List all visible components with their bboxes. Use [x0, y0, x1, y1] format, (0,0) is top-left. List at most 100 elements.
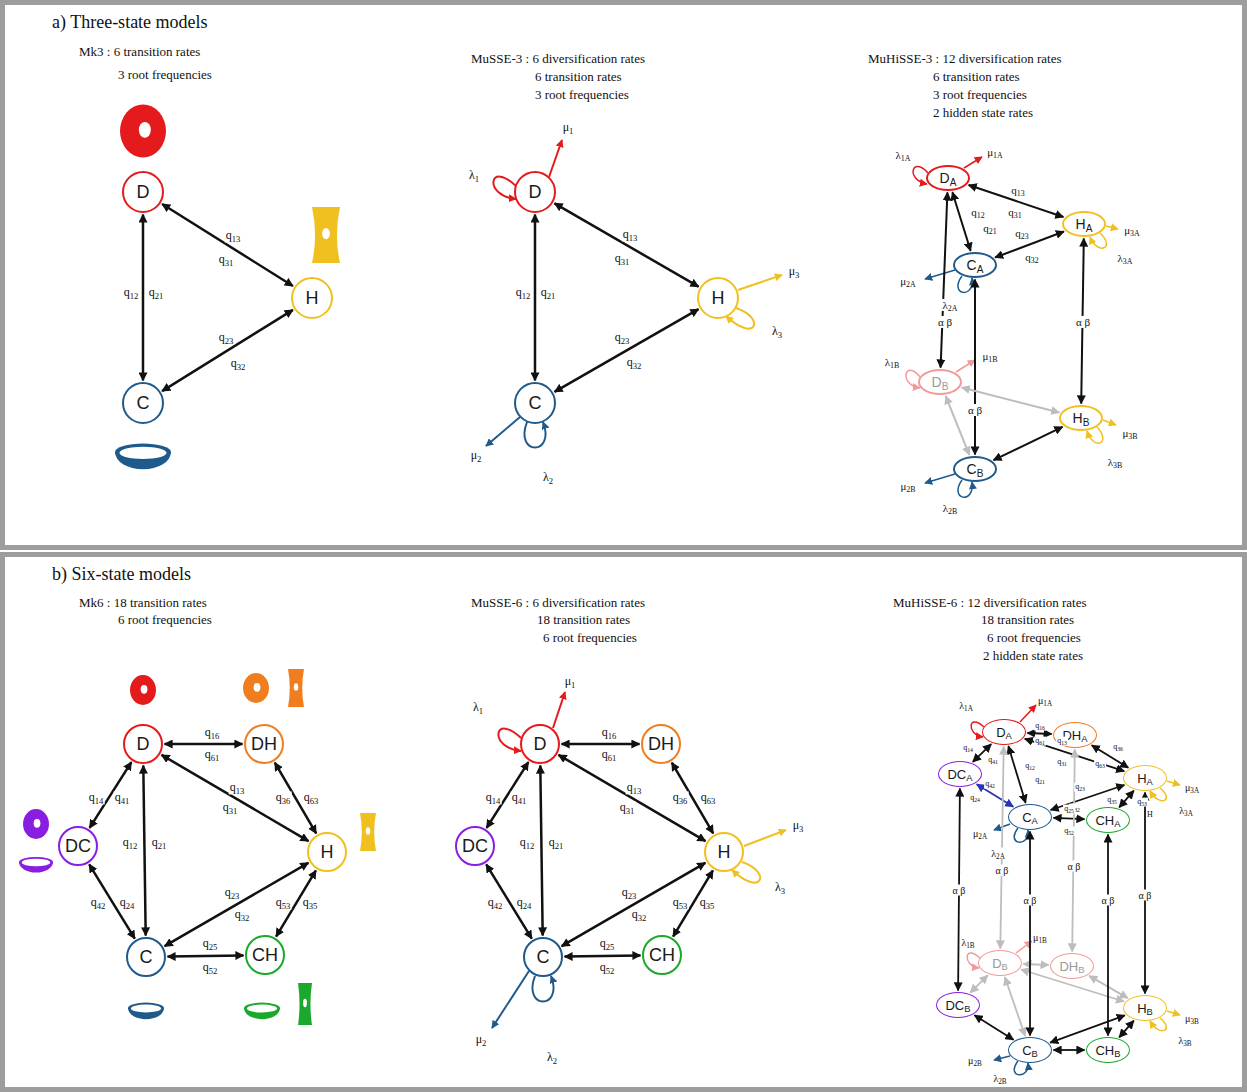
subscript: B — [1002, 962, 1008, 972]
rate-label: λ2 — [542, 471, 554, 484]
rate-label: q35 — [302, 896, 319, 909]
rate-label: μ2A — [972, 828, 988, 839]
speciation-loop — [493, 177, 516, 199]
rate-label: q21 — [1034, 776, 1046, 785]
subscript: 63 — [310, 796, 319, 806]
rate-label: q13 — [626, 781, 643, 794]
rate-label: q13 — [622, 228, 639, 241]
pictograms — [19, 105, 376, 1025]
rate-label: q25 — [1063, 805, 1075, 814]
rate-label: q12 — [515, 286, 532, 299]
state-label: CH — [252, 946, 278, 964]
state-label: HB — [1073, 411, 1090, 425]
extinction-arrow — [925, 270, 955, 279]
subscript: 1 — [569, 126, 573, 136]
state-label: DHB — [1059, 960, 1084, 973]
subscript: A — [1147, 777, 1153, 787]
subscript: 24 — [974, 796, 980, 802]
model-header: 18 transition rates — [537, 613, 630, 627]
transition-arrow — [165, 743, 243, 746]
subscript: 1A — [964, 705, 973, 713]
state-label: HB — [1137, 1002, 1153, 1015]
rate-label: q13 — [1056, 737, 1068, 746]
rate-label: α β — [1075, 316, 1091, 328]
subscript: 1A — [993, 151, 1003, 160]
subscript: A — [977, 264, 984, 275]
state-node: C — [514, 382, 556, 424]
subscript: 32 — [1031, 256, 1039, 265]
rate-label: q25 — [202, 937, 219, 950]
subscript: 63 — [1099, 762, 1105, 768]
rate-label: q16 — [1034, 722, 1046, 731]
rate-label: q23 — [1074, 783, 1086, 792]
state-node: DC — [58, 826, 98, 866]
rate-label: q52 — [1063, 827, 1075, 836]
subscript: 12 — [130, 291, 139, 301]
state-label: CB — [967, 462, 984, 476]
model-header: 3 root frequencies — [535, 88, 629, 102]
rate-label: q32 — [234, 908, 251, 921]
subscript: 13 — [629, 233, 638, 243]
state-label: D — [137, 183, 150, 201]
state-node: D — [123, 724, 163, 764]
subscript: 1B — [1038, 937, 1046, 945]
rate-label: H — [1146, 811, 1154, 820]
model-header: Mk6 : 18 transition rates — [79, 596, 207, 610]
state-node: HA — [1062, 211, 1106, 237]
rate-label: q41 — [114, 791, 131, 804]
subscript: 3B — [1183, 1040, 1191, 1048]
rate-label: q31 — [1056, 758, 1068, 767]
model-header: Mk3 : 6 transition rates — [79, 45, 200, 59]
state-label: C — [140, 948, 153, 966]
subscript: 31 — [1014, 211, 1022, 220]
state-label: DH — [648, 735, 674, 753]
rate-label: q36 — [672, 791, 689, 804]
rate-label: α β — [1138, 890, 1153, 901]
transition-arrow — [142, 215, 145, 381]
state-label: H — [712, 289, 725, 307]
subscript: 1A — [1043, 700, 1052, 708]
state-node: D — [520, 724, 560, 764]
state-label: DCB — [945, 999, 970, 1012]
extinction-arrow — [549, 140, 562, 177]
rate-label: q31 — [614, 252, 631, 265]
subscript: 2A — [996, 853, 1005, 861]
subscript: 3A — [1123, 257, 1133, 266]
rate-label: q23 — [218, 331, 235, 344]
rate-label: q42 — [487, 896, 504, 909]
rate-label: q23 — [614, 331, 631, 344]
subscript: 3A — [1130, 229, 1140, 238]
rate-label: q42 — [90, 896, 107, 909]
subscript: 36 — [679, 796, 688, 806]
rate-label: q24 — [969, 794, 981, 803]
extinction-arrow — [1167, 781, 1180, 785]
rate-label: μ3B — [1121, 427, 1138, 439]
rate-label: q53 — [275, 896, 292, 909]
extinction-arrow — [486, 417, 520, 446]
disc-pictogram — [120, 105, 166, 158]
state-label: DB — [992, 957, 1008, 970]
extinction-arrow — [956, 360, 975, 372]
model-header: 3 root frequencies — [118, 68, 212, 82]
transition-arrow — [555, 309, 699, 392]
speciation-loop — [1014, 1061, 1028, 1075]
subscript: 32 — [237, 362, 246, 372]
extinction-arrow — [1103, 420, 1116, 425]
speciation-loop — [524, 422, 545, 448]
bowl-pictogram — [19, 857, 53, 873]
state-label: DC — [462, 837, 488, 855]
extinction-arrow — [744, 830, 786, 846]
subscript: 32 — [1074, 806, 1080, 812]
subscript: 13 — [633, 786, 642, 796]
subscript: 12 — [129, 841, 138, 851]
disc-pictogram — [243, 673, 269, 703]
model-header: 2 hidden state rates — [983, 649, 1083, 663]
rate-label: q32 — [631, 908, 648, 921]
subscript: 31 — [626, 806, 635, 816]
subscript: 13 — [1061, 739, 1067, 745]
subscript: 3A — [1184, 810, 1193, 818]
transition-arrow — [1051, 785, 1125, 810]
rate-label: q52 — [202, 961, 219, 974]
rate-label: q63 — [303, 791, 320, 804]
subscript: B — [964, 1004, 970, 1014]
